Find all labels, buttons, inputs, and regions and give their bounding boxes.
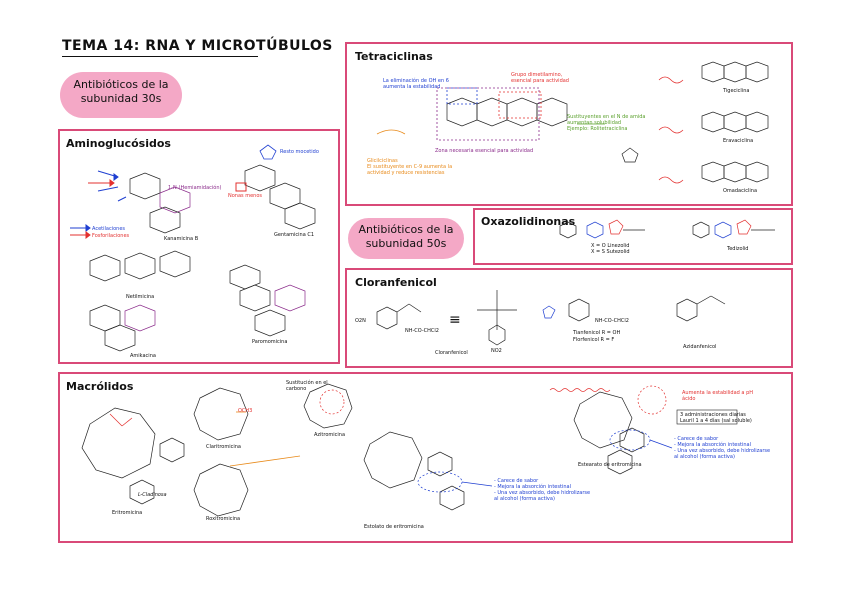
cloud-subunidad-30s: Antibióticos de la subunidad 30s — [62, 74, 180, 116]
tetra-note-blue: La eliminación de OH en 6 aumenta la est… — [383, 78, 449, 90]
right-red-note-2: ácido — [682, 396, 696, 402]
tetra-note-orange-3: actividad y reduce resistencias — [367, 170, 445, 176]
macrolidos-structures — [81, 383, 738, 517]
tetra-note-green-1: Sustituyentes en el N de amida — [567, 114, 646, 120]
tetra-note-red-1: Grupo dimetilamino, — [511, 72, 563, 78]
right-red-note-1: Aumenta la estabilidad a pH — [682, 390, 753, 396]
nonas-menos-label: Nonas menos — [228, 193, 263, 199]
tetra-note-green-2: aumentan solubilidad — [567, 120, 622, 126]
carbono-note: Sustitución en el carbono — [286, 380, 328, 392]
oxazolidinonas-structures — [559, 219, 775, 239]
och3-label: OCH3 — [238, 408, 253, 414]
azidanfenicol-label: Azidanfenicol — [683, 344, 717, 350]
equiv-symbol: ≡ — [449, 312, 461, 328]
right-box-note-1: 3 administraciones diarias — [680, 412, 746, 418]
eritromicina-label: Eritromicina — [112, 510, 143, 516]
aminoglucosidos-structures — [70, 144, 316, 352]
right-note-2: - Mejora la absorción intestinal — [674, 442, 751, 448]
cloud-30s-line2: subunidad 30s — [80, 92, 162, 105]
linezolid-label: X = O Linezolid — [591, 243, 630, 249]
tianfenicol-label: Tianfenicol R = OH — [573, 330, 621, 336]
title-underline — [62, 56, 258, 57]
right-note-1: - Carece de sabor — [674, 436, 719, 442]
tetra-note-orange-2: El sustituyente en C-9 aumenta la — [367, 164, 453, 170]
tetra-note-red-2: esencial para actividad — [511, 78, 569, 84]
mid-note-2: - Mejora la absorción intestinal — [494, 484, 571, 490]
aminoglucosidos-heading: Aminoglucósidos — [66, 137, 171, 150]
mid-note-1: - Carece de sabor — [494, 478, 539, 484]
cloranfenicol-no2: NO2 — [491, 348, 502, 354]
cloranfenicol-heading: Cloranfenicol — [355, 276, 437, 289]
section-oxazolidinonas: Oxazolidinonas X = O Linezolid X = S Sut… — [473, 208, 793, 265]
mid-note-3: - Una vez absorbido, debe hidrolizarse — [494, 490, 591, 496]
hemiamidacion-label: 1-N-(Hemiamidación) — [168, 185, 222, 191]
estearato-label: Estearato de eritromicina — [578, 462, 642, 468]
azitromicina-label: Azitromicina — [314, 432, 346, 438]
macrolidos-heading: Macrólidos — [66, 380, 134, 393]
gentamicina-label: Gentamicina C1 — [274, 232, 315, 238]
section-tetraciclinas: Tetraciclinas — [345, 42, 793, 206]
tedizolid-label: Tedizolid — [727, 246, 749, 252]
right-note-3: - Una vez absorbido, debe hidrolizarse — [674, 448, 771, 454]
cloud-50s-line1: Antibióticos de la — [358, 223, 454, 236]
eravaciclina-label: Eravaciclina — [723, 138, 754, 144]
page-title: TEMA 14: RNA Y MICROTÚBULOS — [62, 38, 333, 54]
cloud-50s-line2: subunidad 50s — [365, 237, 447, 250]
tigeciclina-label: Tigeciclina — [723, 88, 750, 94]
section-aminoglucosidos: Aminoglucósidos — [58, 129, 340, 364]
sutezolid-label: X = S Sutezolid — [591, 249, 630, 255]
fosforilaciones-label: Fosforilaciones — [92, 233, 130, 239]
cloranfenicol-label: Cloranfenicol — [435, 350, 468, 356]
right-note-4: al alcohol (forma activa) — [674, 454, 735, 460]
tetra-note-green-3: Ejemplo: Rolitetraciclina — [567, 126, 628, 132]
florfenicol-label: Florfenicol R = F — [573, 337, 615, 343]
section-cloranfenicol: Cloranfenicol ≡ NH-CO-CHCl2 O2N NO2 NH-C… — [345, 268, 793, 368]
amikacina-label: Amikacina — [130, 353, 156, 359]
section-macrolidos: Macrólidos — [58, 372, 793, 543]
cloud-30s-line1: Antibióticos de la — [73, 78, 169, 91]
roxitromicina-label: Roxitromicina — [206, 516, 241, 522]
claritromicina-label: Claritromicina — [206, 444, 241, 450]
acetilaciones-label: Acetilaciones — [92, 226, 126, 232]
estolato-label: Estolato de eritromicina — [364, 524, 424, 530]
cloranfenicol-structures — [376, 290, 726, 346]
tetra-note-purple: Zona necesaria esencial para actividad — [435, 148, 534, 154]
tetraciclinas-heading: Tetraciclinas — [355, 50, 433, 63]
mid-note-4: al alcohol (forma activa) — [494, 496, 555, 502]
kanamicina-label: Kanamicina B — [164, 236, 199, 242]
right-box-note-2: Lauril 1 a 4 días (sal soluble) — [680, 418, 752, 424]
tetraciclinas-structures — [376, 61, 769, 184]
cloranfenicol-ncocl: NH-CO-CHCl2 — [405, 328, 439, 334]
oxazolidinonas-heading: Oxazolidinonas — [481, 215, 576, 228]
omadaciclina-label: Omadaciclina — [723, 188, 758, 194]
netilmicina-label: Netilmicina — [126, 294, 155, 300]
cloranfenicol-o2n: O2N — [355, 318, 366, 324]
resto-mocetido-label: Resto mocetido — [280, 149, 319, 155]
tetra-note-orange-1: Glicilciclinas — [367, 158, 398, 164]
paromomicina-label: Paromomicina — [252, 339, 288, 345]
cloud-subunidad-50s: Antibióticos de la subunidad 50s — [350, 220, 462, 257]
tianfenicol-ncocl: NH-CO-CHCl2 — [595, 318, 629, 324]
cladinosa-label: L-Cladinosa — [138, 492, 167, 498]
